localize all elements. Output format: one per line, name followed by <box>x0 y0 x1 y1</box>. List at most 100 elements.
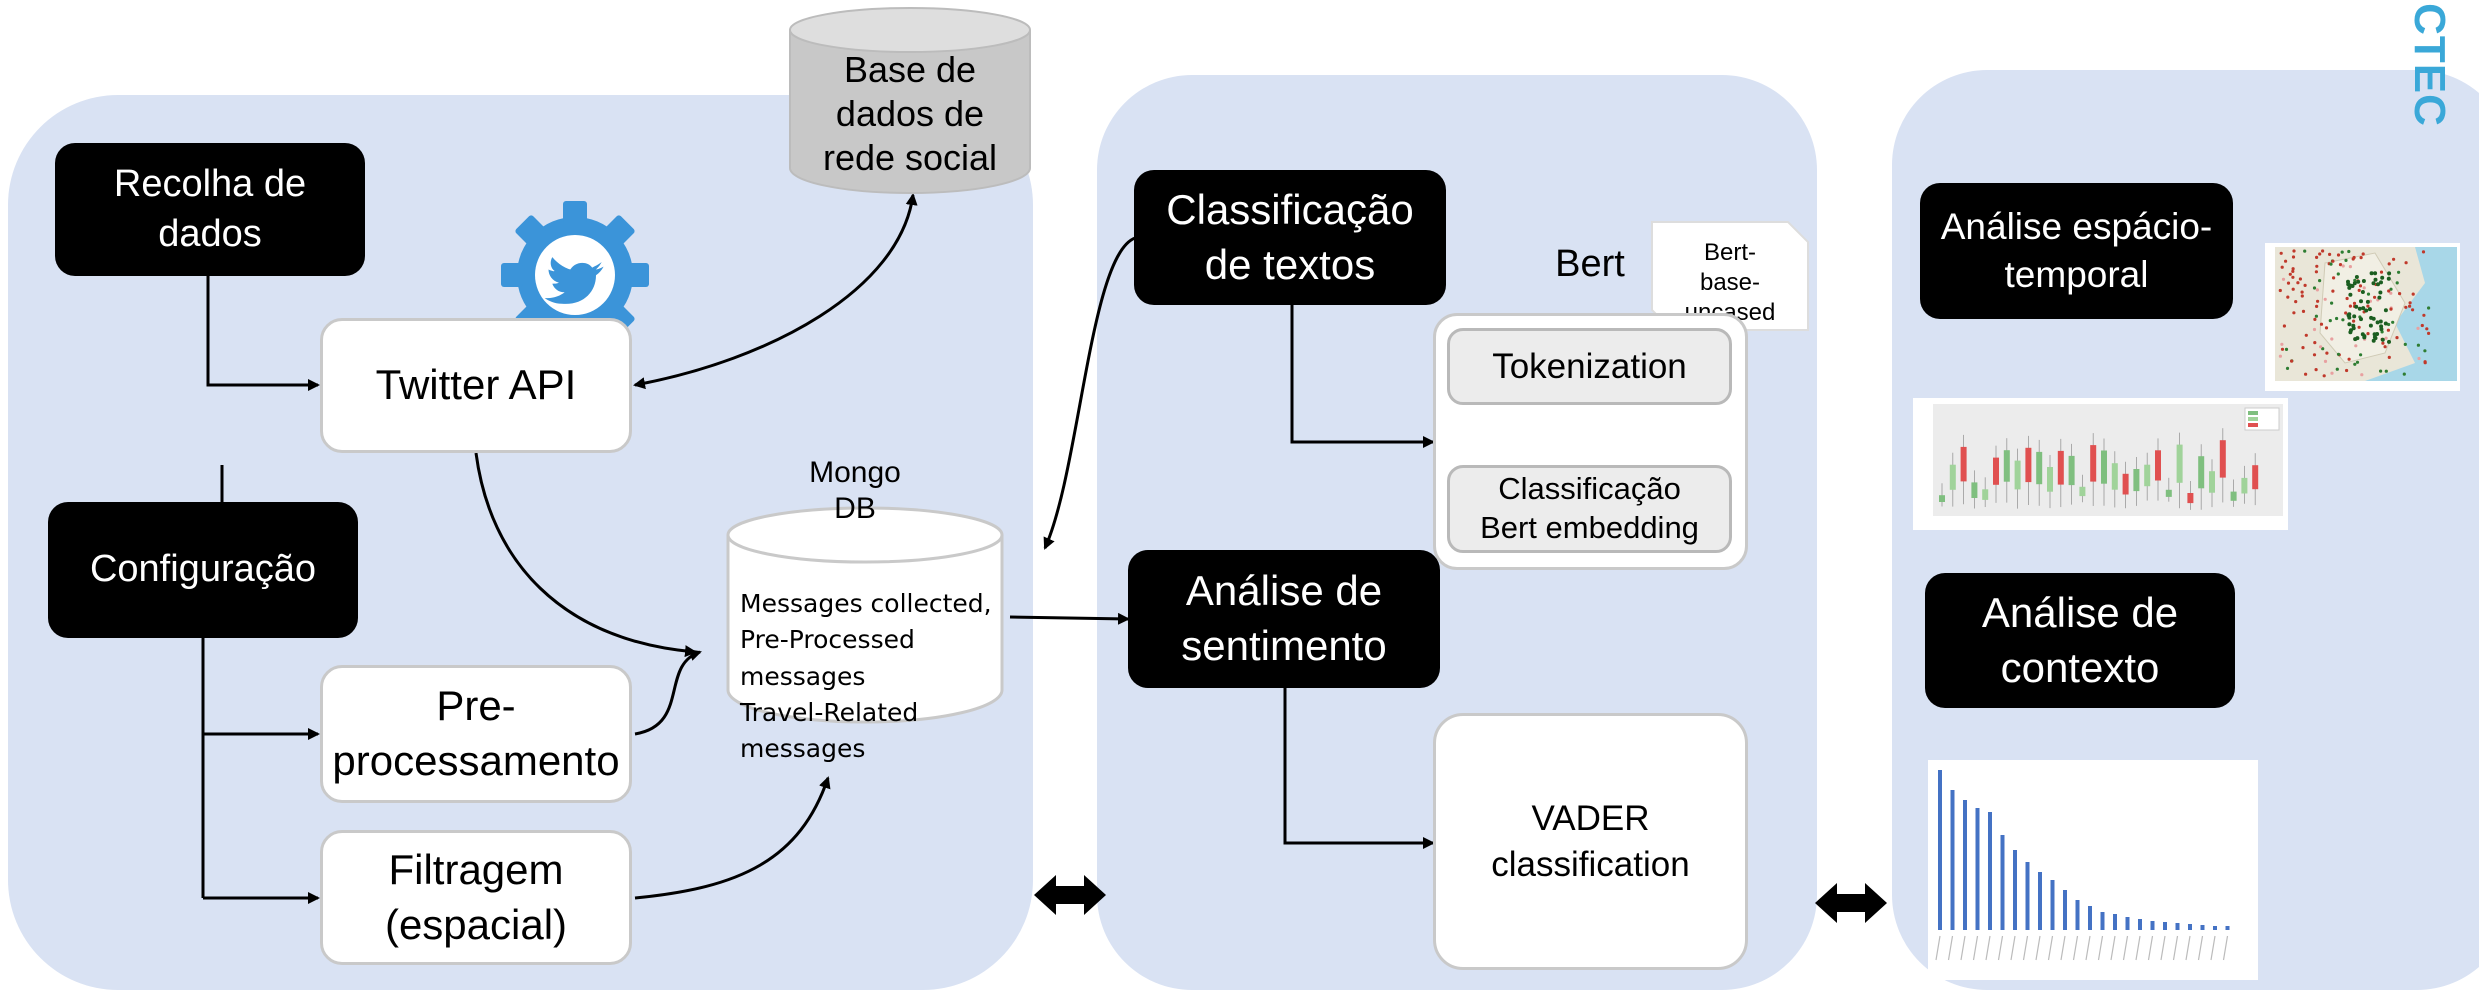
map-dot <box>2279 251 2283 255</box>
box-mark <box>1939 495 1945 502</box>
recolha-dados-box: Recolha de dados <box>55 143 365 276</box>
map-dot <box>2316 299 2320 303</box>
map-dot <box>2425 327 2429 331</box>
map-dot <box>2321 249 2325 253</box>
box-mark <box>2252 465 2259 490</box>
map-dot <box>2422 313 2426 317</box>
map-dot <box>2288 272 2292 276</box>
map-dot <box>2336 352 2341 356</box>
map-dot <box>2361 279 2366 283</box>
map-dot <box>2323 297 2327 301</box>
map-dot <box>2387 262 2391 266</box>
map-dot <box>2411 308 2415 312</box>
map-dot <box>2352 281 2357 286</box>
map-dot <box>2315 264 2319 268</box>
analise-contexto-box: Análise de contexto <box>1925 573 2235 708</box>
map-dot <box>2381 341 2385 345</box>
map-dot <box>2329 262 2333 266</box>
map-dot <box>2427 306 2431 310</box>
bar-tick <box>2097 935 2104 961</box>
map-dot <box>2373 277 2378 282</box>
box-mark <box>2165 489 2172 497</box>
map-dot <box>2404 305 2408 309</box>
bar-mark <box>1963 800 1967 930</box>
bert-note-text: Bert- base- uncased <box>1684 239 1776 326</box>
map-dot <box>2417 356 2421 361</box>
bar-tick <box>2060 935 2066 961</box>
map-dot <box>2383 308 2388 313</box>
box-mark <box>2187 493 2194 504</box>
bar-mark <box>2075 900 2080 930</box>
map-dot <box>2395 281 2399 285</box>
map-dot <box>2369 315 2374 320</box>
box-mark <box>2155 450 2161 481</box>
map-dot <box>2350 284 2355 288</box>
box-mark <box>1982 489 1989 500</box>
map-dot <box>2300 294 2304 298</box>
map-dot <box>2301 309 2306 313</box>
map-dot <box>2351 323 2356 328</box>
box-mark <box>2014 460 2021 490</box>
bar-tick <box>2135 935 2141 961</box>
bar-mark <box>1988 812 1992 930</box>
map-dot <box>2379 324 2384 329</box>
map-dot <box>2313 317 2317 321</box>
analise-sentimento-box: Análise de sentimento <box>1128 550 1440 688</box>
map-dot <box>2347 357 2351 361</box>
map-dot <box>2281 277 2286 281</box>
map-dot <box>2291 255 2296 259</box>
bar-mark <box>2013 850 2017 930</box>
map-dot <box>2380 330 2384 334</box>
map-dot <box>2282 324 2286 328</box>
boxplot-thumbnail <box>1913 398 2288 530</box>
map-dot <box>2328 252 2332 256</box>
map-dot <box>2354 275 2359 279</box>
analise-espacio-box: Análise espácio- temporal <box>1920 183 2233 319</box>
map-dot <box>2312 353 2317 357</box>
map-dot <box>2387 355 2391 359</box>
box-mark <box>1971 482 1978 498</box>
map-dot <box>2345 296 2349 301</box>
map-dot <box>2357 325 2361 329</box>
map-dot <box>2359 256 2363 260</box>
edge-preproc-mongo <box>634 649 702 736</box>
map-dot <box>2367 307 2372 312</box>
map-dot <box>2404 261 2408 265</box>
map-dot <box>2294 300 2298 304</box>
bar-tick <box>2147 935 2154 961</box>
bar-tick <box>2122 935 2129 961</box>
map-dot <box>2324 326 2329 330</box>
map-dot <box>2344 258 2348 262</box>
double-arrow-right <box>1815 883 1887 923</box>
map-dot <box>2291 275 2295 279</box>
map-dot <box>2360 290 2365 294</box>
map-dot <box>2352 301 2357 305</box>
map-dot <box>2369 271 2374 276</box>
map-dot <box>2360 373 2364 377</box>
map-dot <box>2338 263 2343 267</box>
box-mark <box>1949 464 1956 490</box>
map-dot <box>2391 320 2395 324</box>
map-dot <box>2322 374 2326 378</box>
bar-tick <box>2197 935 2204 961</box>
map-thumbnail <box>2265 243 2460 391</box>
bar-mark <box>2225 926 2230 930</box>
vader-box: VADER classification <box>1433 713 1748 970</box>
map-dot <box>2361 252 2365 256</box>
bert-note-card <box>1651 221 1809 331</box>
map-dot <box>2376 282 2380 287</box>
map-dot <box>2345 368 2349 373</box>
map-dot <box>2387 339 2391 344</box>
map-dot <box>2301 346 2305 350</box>
bar-tick <box>2172 935 2179 961</box>
bar-tick <box>1985 935 1991 961</box>
map-dot <box>2336 272 2340 276</box>
bar-tick <box>2072 935 2079 961</box>
map-dot <box>2291 287 2295 291</box>
bar-mark <box>2150 921 2155 930</box>
map-dot <box>2304 333 2308 337</box>
twitter-api-box: Twitter API <box>320 318 632 453</box>
map-dot <box>2314 270 2318 274</box>
map-dot <box>2286 281 2291 285</box>
map-dot <box>2314 368 2318 372</box>
